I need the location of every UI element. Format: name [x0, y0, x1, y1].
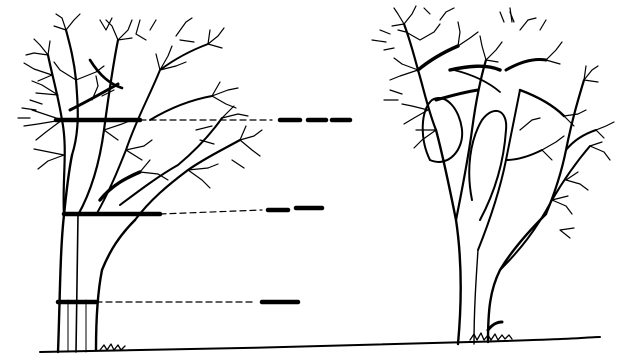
ground-line — [40, 333, 600, 352]
right-tree-limbs — [404, 24, 596, 270]
right-tree-twigs — [372, 6, 614, 238]
right-tree — [372, 6, 614, 344]
left-tree-trunk — [58, 155, 135, 352]
left-tree-cut-marks — [56, 120, 160, 302]
leader-mid — [160, 210, 262, 214]
left-tree-twigs — [18, 14, 262, 188]
left-tree-marker-dashes — [262, 120, 350, 302]
left-tree-dashed-leaders — [96, 120, 272, 302]
left-tree — [18, 14, 350, 352]
left-tree-limbs — [48, 30, 240, 220]
